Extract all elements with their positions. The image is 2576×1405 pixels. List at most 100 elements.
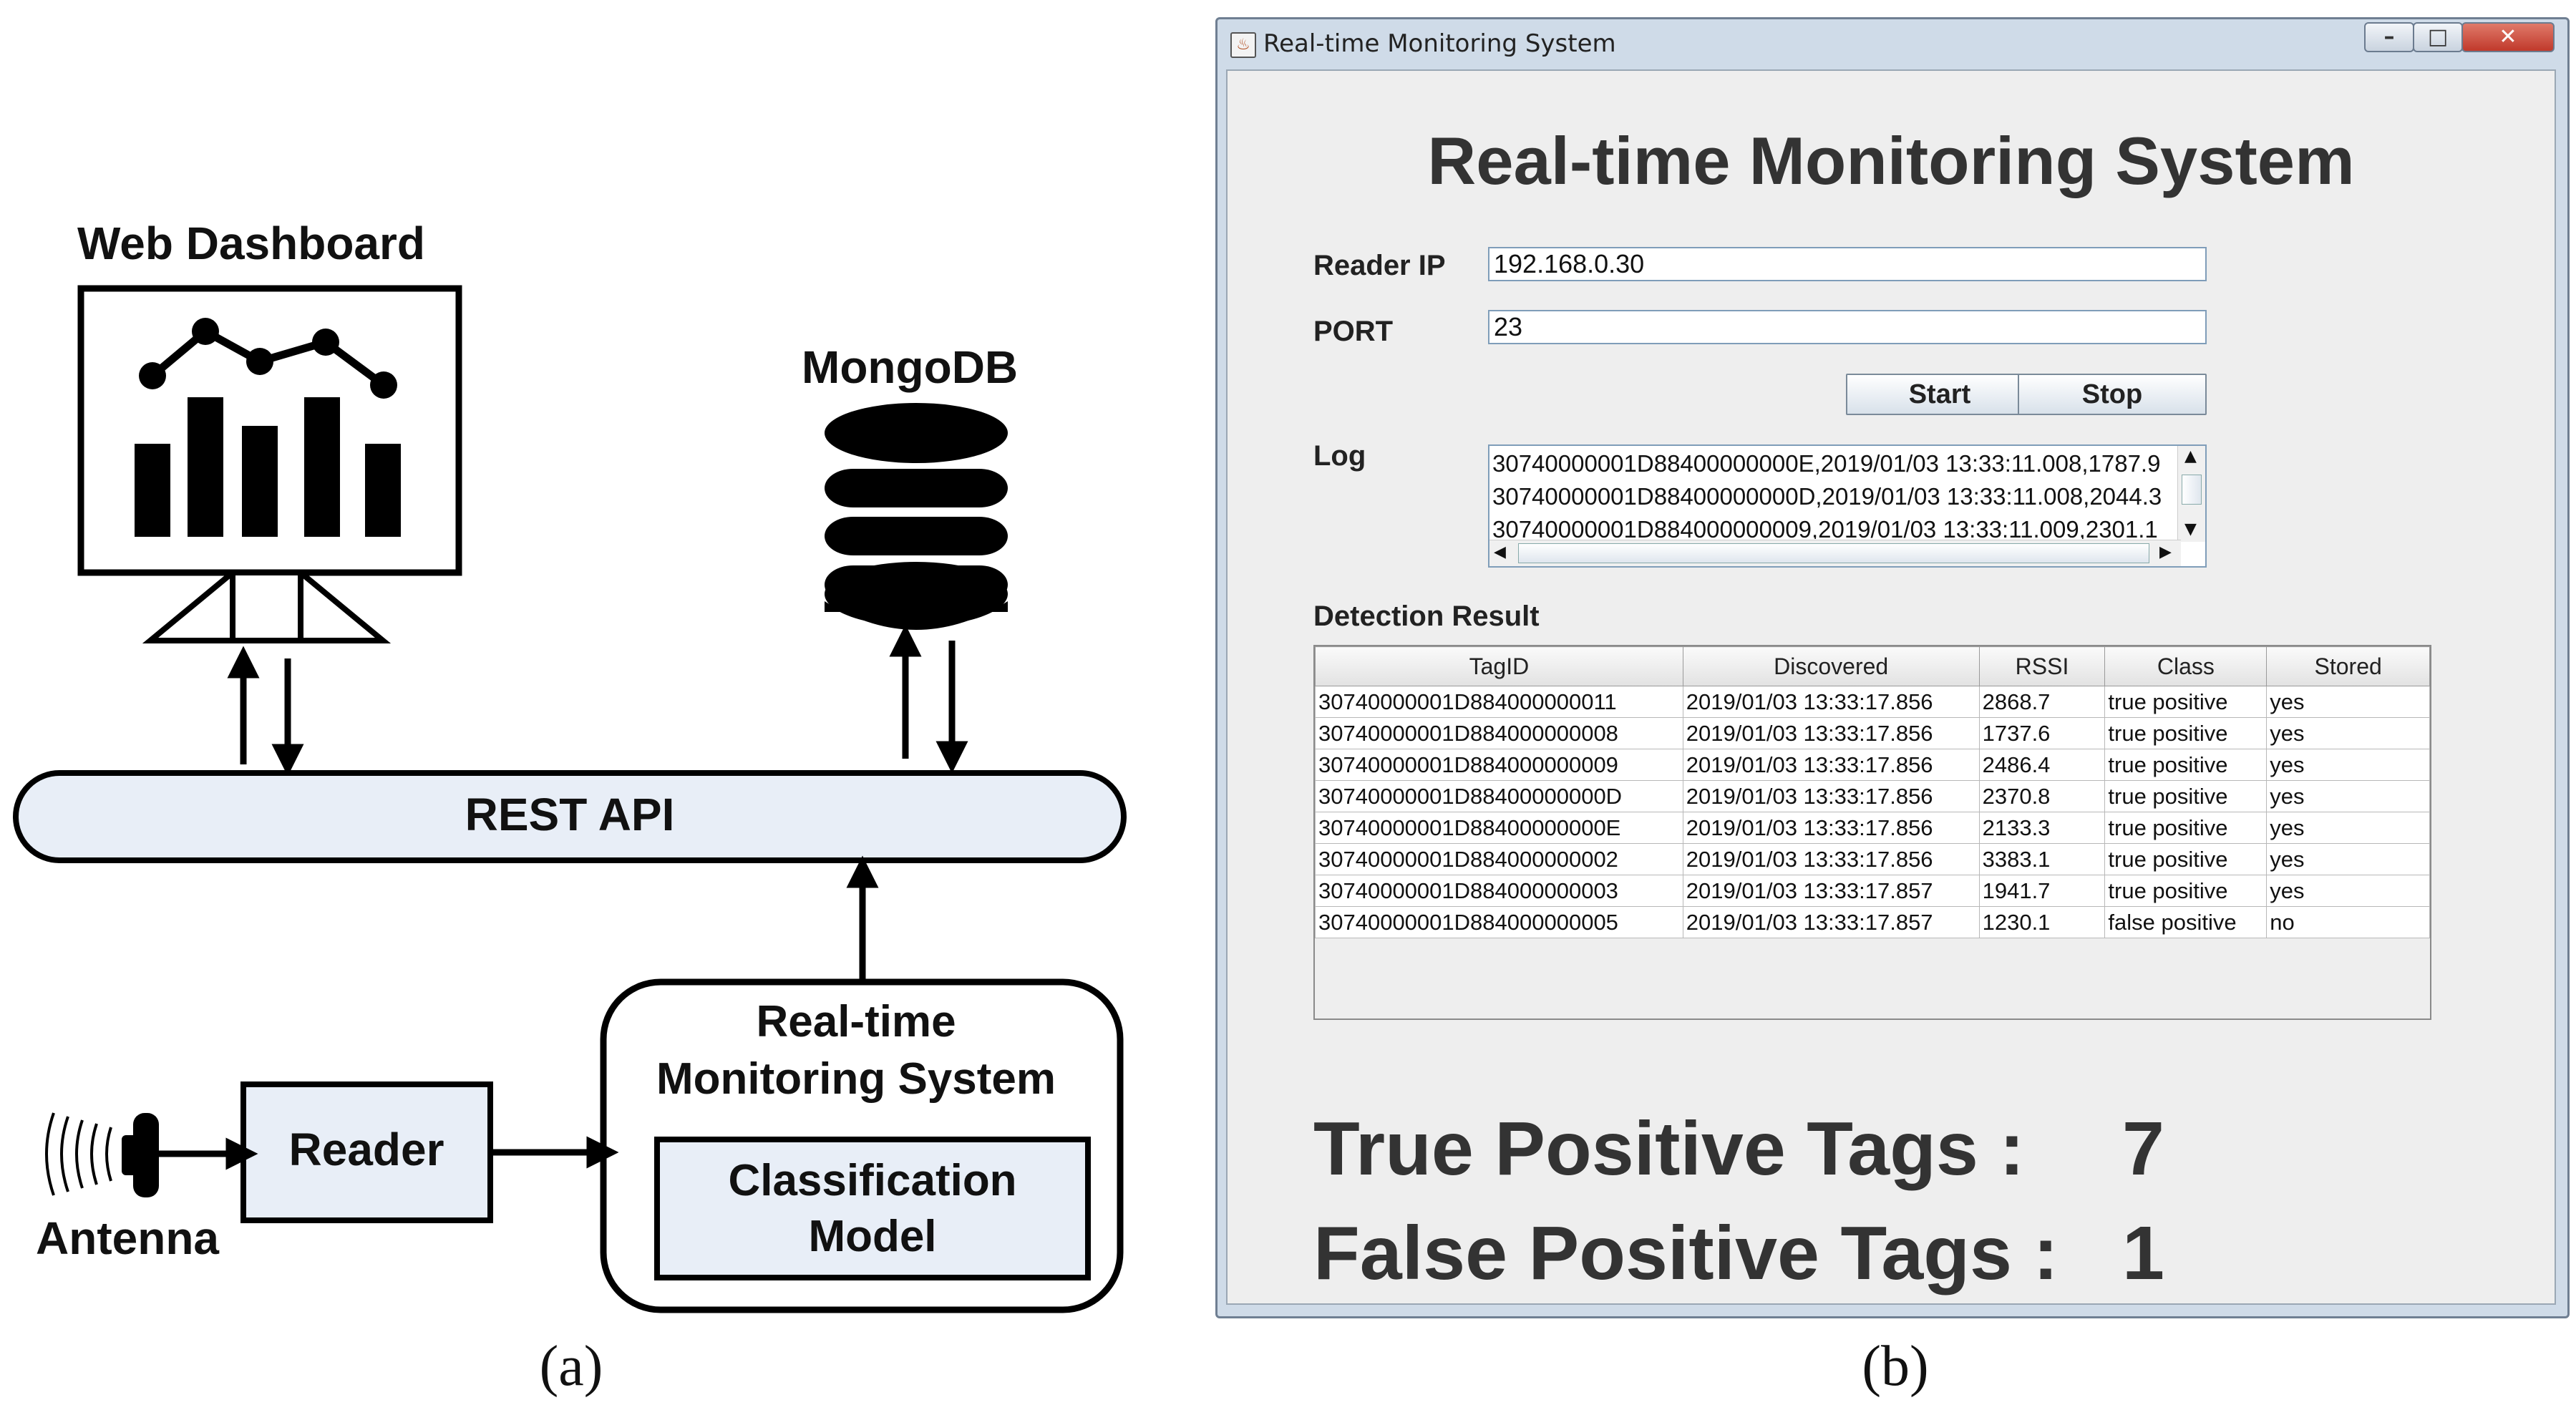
- table-cell: 2019/01/03 13:33:17.856: [1682, 843, 1980, 875]
- caption-b: (b): [1862, 1335, 1928, 1398]
- port-label: PORT: [1313, 316, 1394, 347]
- table-cell: 2370.8: [1978, 780, 2106, 812]
- classification-label-line2: Model: [808, 1212, 936, 1261]
- table-cell: 2019/01/03 13:33:17.857: [1682, 906, 1980, 938]
- table-cell: yes: [2266, 843, 2430, 875]
- log-vertical-scrollbar[interactable]: ▲ ▼: [2177, 446, 2205, 542]
- close-button[interactable]: ✕: [2461, 22, 2555, 52]
- table-cell: true positive: [2104, 717, 2268, 749]
- stop-button[interactable]: Stop: [2018, 374, 2207, 415]
- table-cell: 2019/01/03 13:33:17.856: [1682, 780, 1980, 812]
- app-window: ♨ Real-time Monitoring System – □ ✕ Real…: [1215, 17, 2570, 1318]
- column-header[interactable]: TagID: [1315, 646, 1683, 686]
- table-cell: false positive: [2104, 906, 2268, 938]
- table-cell: 30740000001D88400000000D: [1315, 780, 1683, 812]
- caption-a: (a): [540, 1335, 603, 1398]
- table-cell: yes: [2266, 749, 2430, 781]
- table-cell: true positive: [2104, 686, 2268, 718]
- maximize-icon: □: [2427, 24, 2449, 49]
- maximize-button[interactable]: □: [2413, 22, 2463, 52]
- table-cell: 2019/01/03 13:33:17.857: [1682, 875, 1980, 907]
- log-textarea[interactable]: 30740000001D88400000000E,2019/01/03 13:3…: [1488, 444, 2207, 568]
- column-header[interactable]: Discovered: [1682, 646, 1980, 686]
- table-cell: 1941.7: [1978, 875, 2106, 907]
- column-header[interactable]: Stored: [2266, 646, 2430, 686]
- window-content: Real-time Monitoring System Reader IP PO…: [1226, 69, 2556, 1305]
- diagram-canvas: Web Dashboard MongoDB: [13, 218, 1127, 1398]
- mongodb-label: MongoDB: [802, 341, 1018, 393]
- table-cell: 2019/01/03 13:33:17.856: [1682, 749, 1980, 781]
- table-cell: 30740000001D884000000009: [1315, 749, 1683, 781]
- java-app-icon: ♨: [1230, 32, 1256, 58]
- rest-api-bar: REST API: [13, 770, 1127, 863]
- minimize-icon: –: [2383, 24, 2395, 49]
- table-cell: 30740000001D884000000002: [1315, 843, 1683, 875]
- table-cell: true positive: [2104, 875, 2268, 907]
- title-bar[interactable]: ♨ Real-time Monitoring System – □ ✕: [1217, 19, 2567, 67]
- vertical-scroll-thumb[interactable]: [2182, 475, 2202, 505]
- true-positive-count: 7: [2122, 1107, 2164, 1191]
- web-dashboard-label: Web Dashboard: [77, 218, 425, 269]
- table-cell: 30740000001D884000000008: [1315, 717, 1683, 749]
- antenna-label: Antenna: [36, 1212, 219, 1264]
- table-cell: true positive: [2104, 812, 2268, 844]
- table-cell: 2019/01/03 13:33:17.856: [1682, 812, 1980, 844]
- true-positive-label: True Positive Tags :: [1313, 1107, 2025, 1191]
- port-field[interactable]: [1488, 310, 2207, 344]
- table-cell: 30740000001D88400000000E: [1315, 812, 1683, 844]
- reader-ip-field[interactable]: [1488, 247, 2207, 281]
- table-cell: 30740000001D884000000005: [1315, 906, 1683, 938]
- log-line: 30740000001D88400000000E,2019/01/03 13:3…: [1492, 450, 2161, 477]
- table-cell: true positive: [2104, 780, 2268, 812]
- log-line: 30740000001D884000000009,2019/01/03 13:3…: [1492, 516, 2158, 539]
- table-cell: 1737.6: [1978, 717, 2106, 749]
- minimize-button[interactable]: –: [2364, 22, 2414, 52]
- table-cell: yes: [2266, 812, 2430, 844]
- table-cell: 2019/01/03 13:33:17.856: [1682, 717, 1980, 749]
- scroll-down-icon[interactable]: ▼: [2184, 520, 2197, 538]
- window-title: Real-time Monitoring System: [1263, 29, 1616, 58]
- log-horizontal-scrollbar[interactable]: ◀ ▶: [1489, 540, 2181, 566]
- false-positive-label: False Positive Tags :: [1313, 1211, 2059, 1295]
- reader-label: Reader: [289, 1124, 444, 1175]
- detection-result-label: Detection Result: [1313, 601, 1540, 632]
- column-header[interactable]: RSSI: [1978, 646, 2106, 686]
- web-dashboard-icon: [77, 285, 462, 643]
- table-cell: no: [2266, 906, 2430, 938]
- reader-box: Reader: [240, 1081, 493, 1223]
- table-cell: 2019/01/03 13:33:17.856: [1682, 686, 1980, 718]
- rtms-label-line1: Real-time: [756, 997, 956, 1046]
- architecture-diagram: Web Dashboard MongoDB: [0, 0, 1174, 1405]
- antenna-icon: [45, 1112, 159, 1197]
- log-label: Log: [1313, 440, 1366, 472]
- table-cell: yes: [2266, 875, 2430, 907]
- app-heading: Real-time Monitoring System: [1427, 123, 2355, 198]
- table-cell: true positive: [2104, 843, 2268, 875]
- table-cell: 2868.7: [1978, 686, 2106, 718]
- horizontal-scroll-thumb[interactable]: [1518, 543, 2149, 563]
- scroll-left-icon[interactable]: ◀: [1494, 543, 1506, 561]
- start-button[interactable]: Start: [1846, 374, 2033, 415]
- table-cell: yes: [2266, 686, 2430, 718]
- table-cell: true positive: [2104, 749, 2268, 781]
- column-header[interactable]: Class: [2104, 646, 2268, 686]
- database-icon: [825, 403, 1008, 630]
- table-cell: yes: [2266, 717, 2430, 749]
- table-cell: 2133.3: [1978, 812, 2106, 844]
- scroll-up-icon[interactable]: ▲: [2184, 447, 2197, 465]
- scroll-right-icon[interactable]: ▶: [2159, 543, 2172, 561]
- table-cell: 1230.1: [1978, 906, 2106, 938]
- table-cell: 30740000001D884000000011: [1315, 686, 1683, 718]
- table-cell: yes: [2266, 780, 2430, 812]
